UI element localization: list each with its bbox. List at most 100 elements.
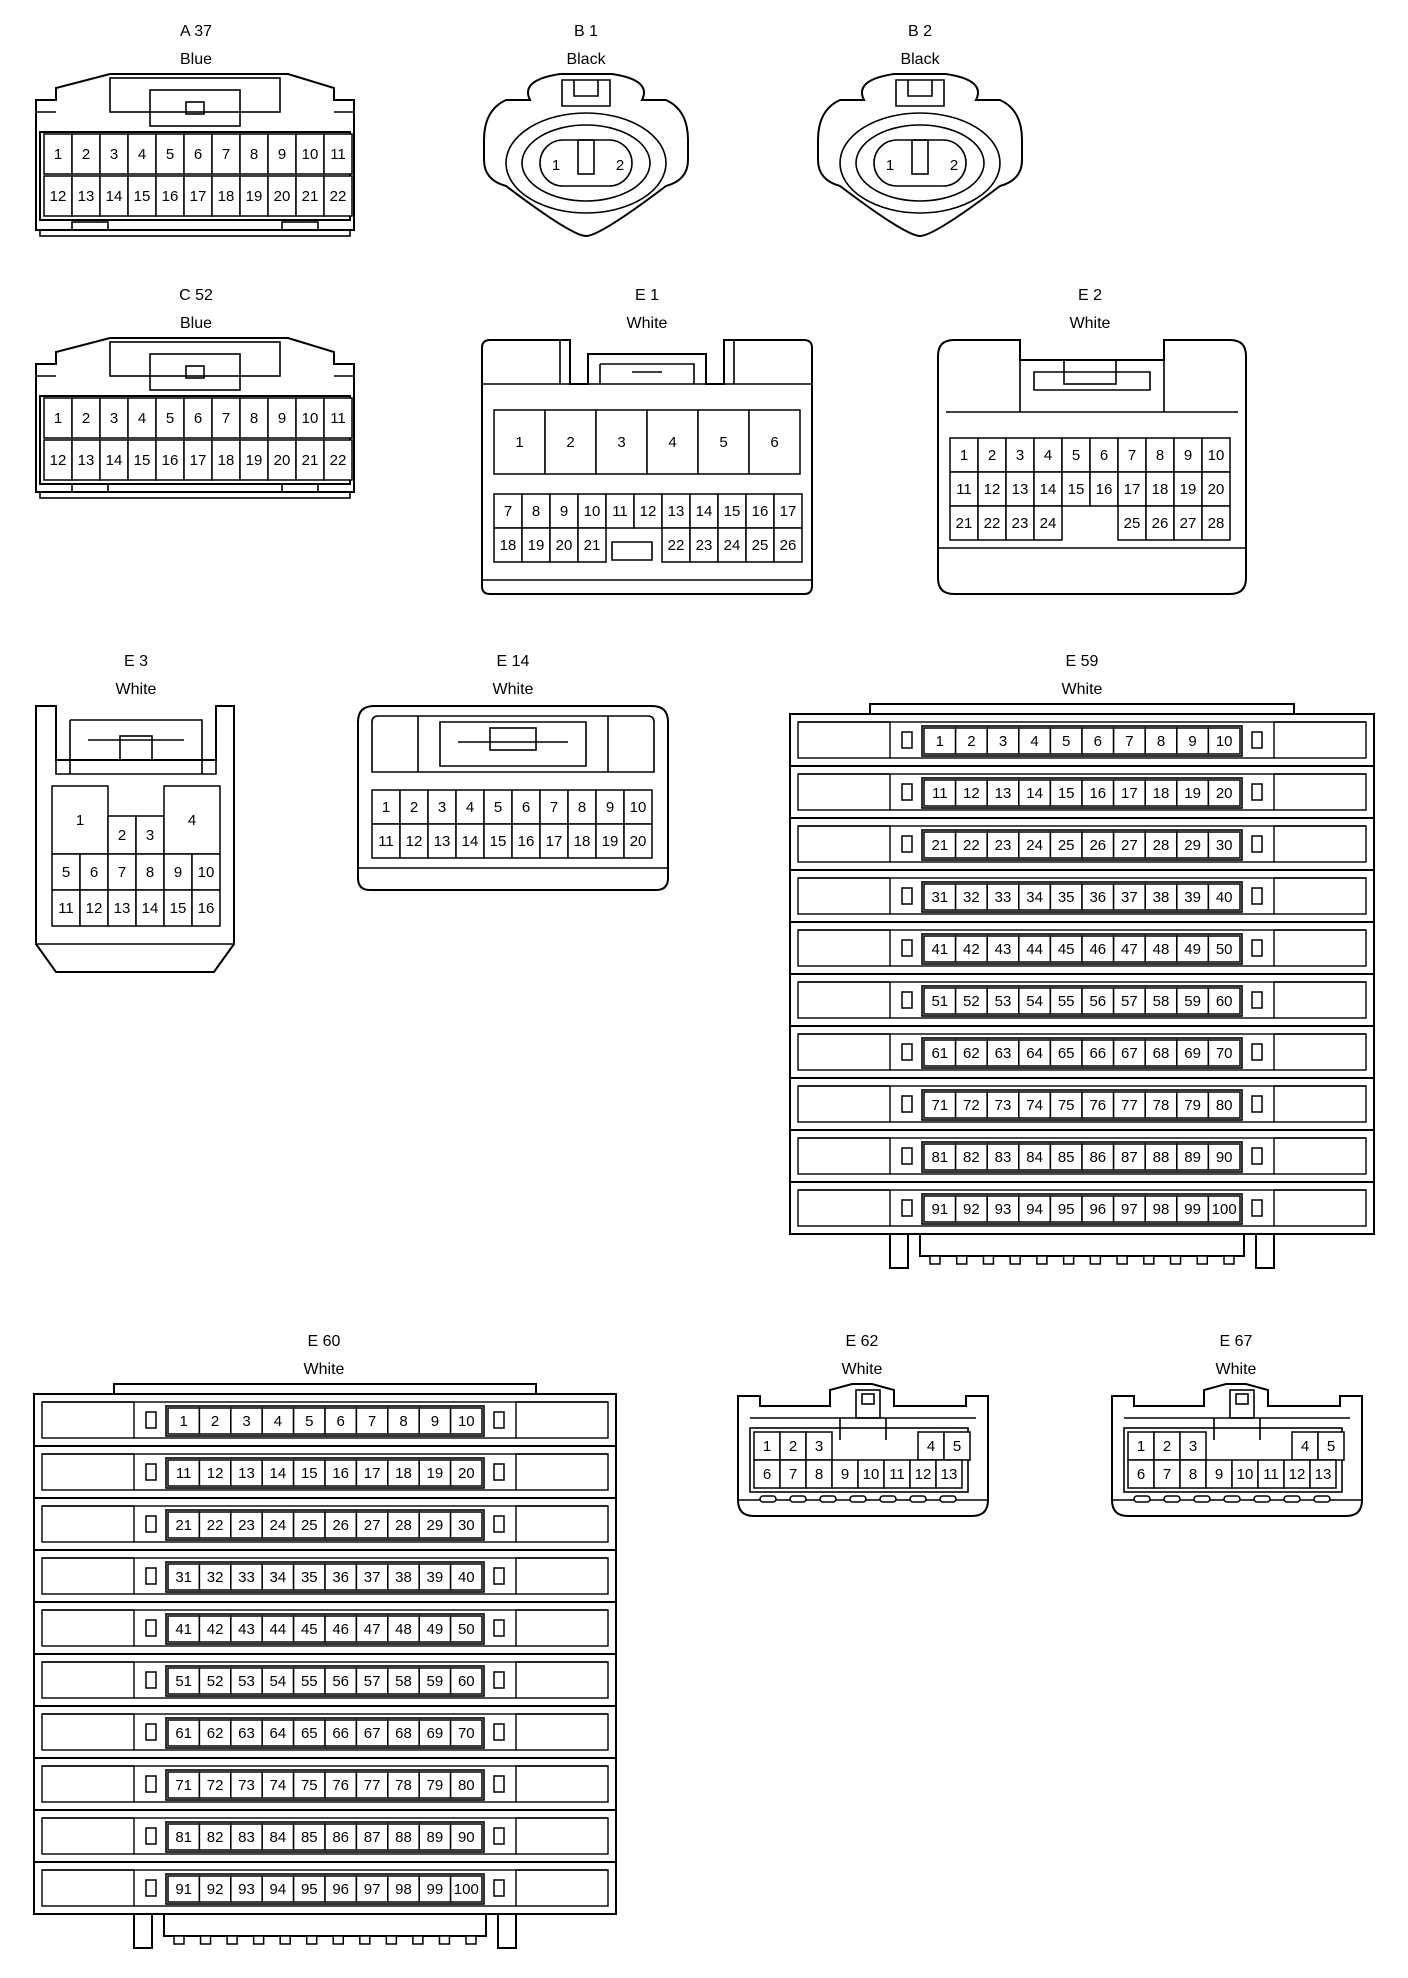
svg-text:10: 10 [1216,733,1233,750]
connector-e59-pin-38: 38 [1144,883,1178,911]
svg-text:13: 13 [78,188,95,205]
connector-c52-pin-22: 22 [323,439,353,481]
svg-text:28: 28 [1208,515,1225,532]
connector-e3-pin-11: 11 [51,889,81,927]
connector-c52-pin-18: 18 [211,439,241,481]
connector-e2-pin-23: 23 [1005,505,1035,541]
svg-text:11: 11 [1263,1466,1279,1483]
connector-a37-pin-9: 9 [267,133,297,175]
connector-e59-pin-77: 77 [1112,1091,1146,1119]
connector-e62-id: E 62 [846,1333,879,1350]
svg-text:26: 26 [332,1517,349,1534]
svg-text:5: 5 [719,434,727,451]
connector-e59-pin-6: 6 [1081,727,1115,755]
svg-text:19: 19 [246,188,263,205]
connector-e60-pin-16: 16 [324,1459,358,1487]
connector-e2-pin-4: 4 [1033,437,1063,473]
svg-text:38: 38 [1153,889,1170,906]
connector-b2-pin-1: 1 [886,157,894,174]
connector-e2-pin-18: 18 [1145,471,1175,507]
svg-text:58: 58 [1153,993,1170,1010]
connector-b2-pin-2: 2 [950,157,958,174]
connector-e62-pin-13: 13 [935,1459,963,1489]
svg-text:20: 20 [1216,785,1233,802]
svg-text:88: 88 [1153,1149,1170,1166]
connector-e2-pin-22: 22 [977,505,1007,541]
connector-a37-pin-17: 17 [183,175,213,217]
connector-e60-pin-81: 81 [167,1823,201,1851]
connector-e60-pin-60: 60 [449,1667,483,1695]
svg-text:9: 9 [1184,447,1192,464]
svg-text:1: 1 [515,434,523,451]
connector-e2-pin-6: 6 [1089,437,1119,473]
svg-text:54: 54 [1026,993,1043,1010]
svg-text:25: 25 [1058,837,1075,854]
svg-text:72: 72 [963,1097,980,1114]
connector-e59-pin-42: 42 [954,935,988,963]
connector-e60-pin-35: 35 [292,1563,326,1591]
connector-e2-pin-2: 2 [977,437,1007,473]
svg-text:80: 80 [1216,1097,1233,1114]
svg-text:14: 14 [270,1465,287,1482]
svg-text:23: 23 [995,837,1012,854]
svg-text:94: 94 [270,1881,287,1898]
connector-e60-pin-31: 31 [167,1563,201,1591]
connector-e1-pin-12: 12 [633,493,663,529]
svg-text:76: 76 [1089,1097,1106,1114]
connector-e60-pin-50: 50 [449,1615,483,1643]
svg-text:79: 79 [1184,1097,1201,1114]
svg-text:17: 17 [546,833,563,850]
svg-text:61: 61 [931,1045,948,1062]
svg-text:93: 93 [238,1881,255,1898]
connector-e60-pin-58: 58 [387,1667,420,1695]
svg-text:25: 25 [301,1517,318,1534]
svg-text:5: 5 [166,410,174,427]
svg-text:19: 19 [1180,481,1197,498]
connector-e60-pin-14: 14 [261,1459,295,1487]
svg-text:20: 20 [1208,481,1225,498]
svg-text:16: 16 [1096,481,1113,498]
connector-a37-pin-18: 18 [211,175,241,217]
connector-e60-pin-34: 34 [261,1563,295,1591]
connector-e1-pin-21: 21 [577,527,607,563]
connector-e60-pin-4: 4 [261,1407,295,1435]
connector-e59-pin-93: 93 [986,1195,1020,1223]
svg-text:16: 16 [752,503,769,520]
svg-text:30: 30 [1216,837,1233,854]
svg-text:85: 85 [301,1829,318,1846]
connector-c52-pin-19: 19 [239,439,269,481]
svg-text:94: 94 [1026,1201,1043,1218]
svg-text:13: 13 [995,785,1012,802]
connector-e59-pin-62: 62 [954,1039,988,1067]
connector-e2-pin-15: 15 [1061,471,1091,507]
svg-text:47: 47 [364,1621,381,1638]
connector-e1-pin-17: 17 [773,493,803,529]
svg-text:58: 58 [395,1673,412,1690]
connector-e14-pin-19: 19 [595,823,625,859]
connector-e67-pin-7: 7 [1153,1459,1181,1489]
connector-e59-pin-74: 74 [1018,1091,1052,1119]
connector-e14-pin-15: 15 [483,823,513,859]
connector-e62-pin-10: 10 [857,1459,885,1489]
svg-text:55: 55 [1058,993,1075,1010]
connector-e60-pin-92: 92 [198,1875,232,1903]
svg-text:28: 28 [395,1517,412,1534]
connector-c52-pin-16: 16 [155,439,185,481]
svg-text:21: 21 [956,515,973,532]
connector-e62-pin-1: 1 [753,1431,781,1461]
svg-text:33: 33 [238,1569,255,1586]
connector-e59-pin-51: 51 [923,987,957,1015]
svg-text:33: 33 [995,889,1012,906]
svg-text:45: 45 [1058,941,1075,958]
svg-text:10: 10 [1237,1466,1254,1483]
svg-text:3: 3 [146,827,154,844]
svg-text:19: 19 [246,452,263,469]
connector-e59-pin-87: 87 [1112,1143,1146,1171]
svg-text:74: 74 [1026,1097,1043,1114]
connector-e60-pin-94: 94 [261,1875,295,1903]
svg-text:22: 22 [984,515,1001,532]
connector-e59-pin-60: 60 [1207,987,1241,1015]
